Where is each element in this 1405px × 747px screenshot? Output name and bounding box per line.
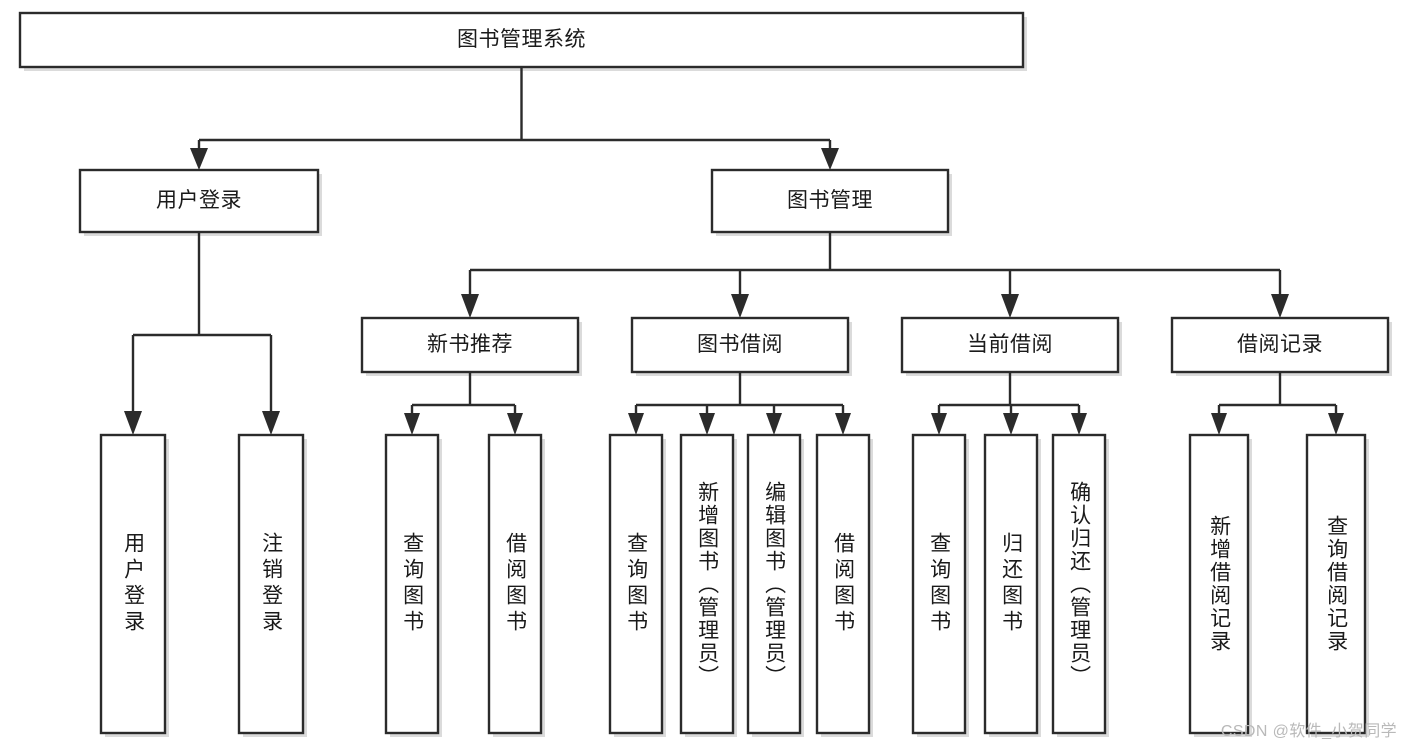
node-leaf-borrow-book[interactable] xyxy=(815,433,871,735)
node-leaf-user-login[interactable] xyxy=(99,433,167,735)
node-leaf-add-record[interactable] xyxy=(1188,433,1250,735)
edges-user-login-to-leaves xyxy=(124,232,280,435)
node-leaf-borrow-book-rec[interactable] xyxy=(487,433,543,735)
node-current-borrow[interactable] xyxy=(900,316,1120,374)
node-leaf-return-book[interactable] xyxy=(983,433,1039,735)
node-leaf-query-book-cur[interactable] xyxy=(911,433,967,735)
node-new-book-rec[interactable] xyxy=(360,316,580,374)
node-root[interactable] xyxy=(18,11,1025,69)
node-leaf-query-book-borrow[interactable] xyxy=(608,433,664,735)
node-book-manage[interactable] xyxy=(710,168,950,234)
csdn-watermark: CSDN @软件_小贺同学 xyxy=(1220,723,1397,740)
node-borrow-record[interactable] xyxy=(1170,316,1390,374)
node-leaf-edit-book[interactable] xyxy=(746,433,802,735)
node-leaf-query-record[interactable] xyxy=(1305,433,1367,735)
edges-book-manage-to-level3 xyxy=(461,232,1289,318)
node-rectangles xyxy=(18,11,1390,735)
node-leaf-add-book[interactable] xyxy=(679,433,735,735)
node-user-login[interactable] xyxy=(78,168,320,234)
edges-new-book-rec-to-leaves xyxy=(404,372,523,435)
node-leaf-confirm-return[interactable] xyxy=(1051,433,1107,735)
edges-current-borrow-to-leaves xyxy=(931,372,1087,435)
edges-borrow-record-to-leaves xyxy=(1211,372,1344,435)
node-book-borrow[interactable] xyxy=(630,316,850,374)
node-leaf-user-logout[interactable] xyxy=(237,433,305,735)
edges-root-to-level2 xyxy=(190,67,839,170)
node-leaf-query-book-rec[interactable] xyxy=(384,433,440,735)
edges-book-borrow-to-leaves xyxy=(628,372,851,435)
